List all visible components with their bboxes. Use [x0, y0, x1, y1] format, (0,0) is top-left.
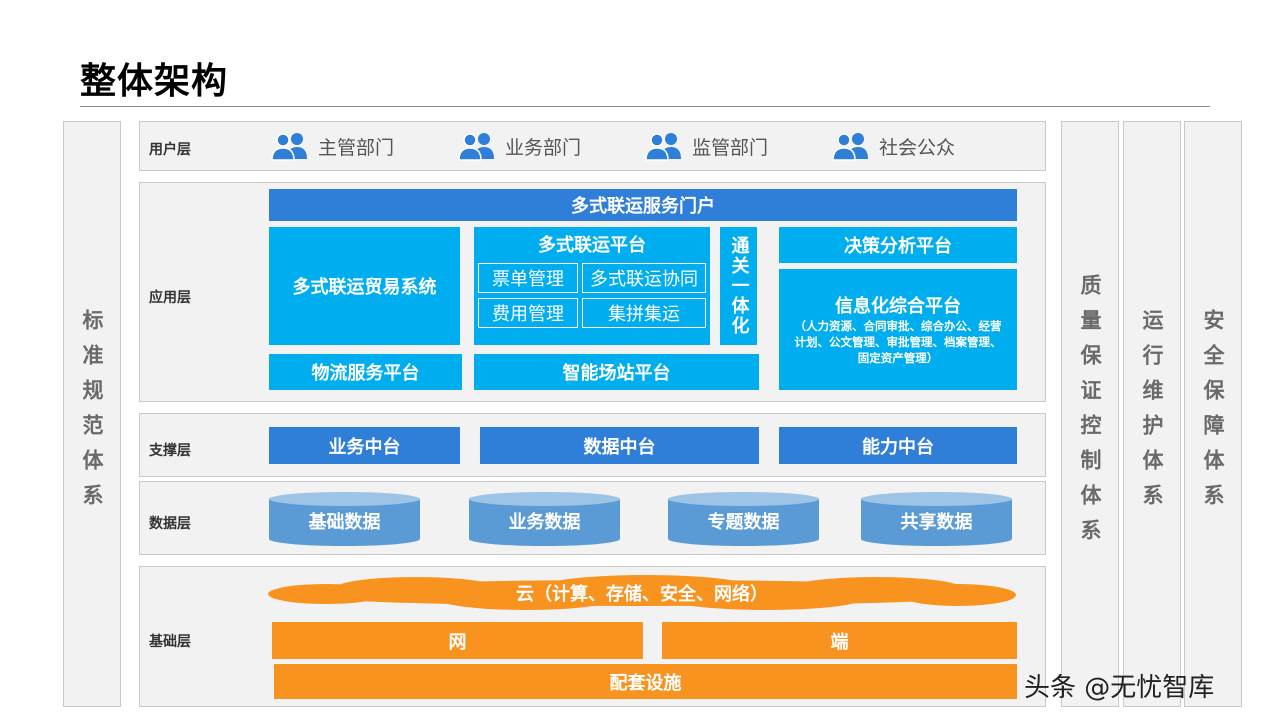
capability-middle-platform: 能力中台 — [779, 427, 1017, 464]
platform-cell-tickets: 票单管理 — [478, 263, 578, 293]
supporting-facilities-box: 配套设施 — [274, 664, 1017, 699]
people-icon — [644, 131, 684, 161]
cylinder-label: 业务数据 — [508, 512, 581, 533]
cylinder-icon — [269, 492, 420, 546]
platform-cell-coordination: 多式联运协同 — [582, 263, 706, 293]
data-middle-platform: 数据中台 — [480, 427, 759, 464]
user-item-supervision: 监管部门 — [644, 131, 768, 161]
user-item-authority: 主管部门 — [270, 131, 394, 161]
customs-integration: 通关一体化 — [720, 227, 757, 345]
cloud-icon — [268, 575, 1016, 610]
cylinder-label: 基础数据 — [308, 512, 381, 533]
network-box: 网 — [272, 622, 643, 659]
standards-system-panel: 标准规范体系 — [63, 121, 121, 707]
quality-control-label: 质量保证控制体系 — [1078, 274, 1102, 554]
database-cylinder: 专题数据 — [668, 492, 819, 546]
user-item-label: 社会公众 — [879, 136, 956, 159]
multimodal-platform-title: 多式联运平台 — [538, 235, 646, 256]
page-title: 整体架构 — [80, 61, 229, 102]
cylinder-icon — [469, 492, 620, 546]
multimodal-platform — [474, 227, 710, 345]
standards-system-label: 标准规范体系 — [80, 309, 104, 519]
application-layer-label: 应用层 — [149, 290, 191, 306]
operation-maintenance-label: 运行维护体系 — [1140, 309, 1164, 519]
security-panel: 安全保障体系 — [1184, 121, 1242, 707]
cylinder-icon — [861, 492, 1012, 546]
people-icon — [457, 131, 497, 161]
people-icon — [270, 131, 310, 161]
business-middle-platform: 业务中台 — [269, 427, 460, 464]
user-item-label: 主管部门 — [318, 136, 395, 159]
database-cylinder: 业务数据 — [469, 492, 620, 546]
cylinder-label: 专题数据 — [707, 512, 780, 533]
title-divider — [80, 106, 1210, 107]
cylinder-icon — [668, 492, 819, 546]
data-layer-label: 数据层 — [149, 516, 191, 532]
quality-control-panel: 质量保证控制体系 — [1061, 121, 1119, 707]
info-platform-desc: （人力资源、合同审批、综合办公、经营计划、公文管理、审批管理、档案管理、固定资产… — [794, 319, 1002, 365]
user-layer — [139, 121, 1046, 171]
terminal-box: 端 — [662, 622, 1017, 659]
base-layer-label: 基础层 — [149, 634, 191, 650]
database-cylinder: 基础数据 — [269, 492, 420, 546]
logistics-platform: 物流服务平台 — [269, 354, 462, 390]
platform-cell-fees: 费用管理 — [478, 298, 578, 328]
info-platform — [779, 269, 1017, 390]
operation-maintenance-panel: 运行维护体系 — [1123, 121, 1181, 707]
user-item-label: 监管部门 — [692, 136, 769, 159]
watermark: 头条 @无忧智库 — [1024, 673, 1215, 703]
user-item-public: 社会公众 — [831, 131, 955, 161]
security-label: 安全保障体系 — [1201, 309, 1225, 519]
user-layer-label: 用户层 — [149, 142, 191, 158]
info-platform-title: 信息化综合平台 — [835, 296, 961, 317]
cloud-label: 云（计算、存储、安全、网络） — [516, 584, 768, 605]
support-layer-label: 支撑层 — [149, 443, 191, 459]
user-item-business: 业务部门 — [457, 131, 581, 161]
service-portal: 多式联运服务门户 — [269, 189, 1017, 221]
platform-cell-consolidation: 集拼集运 — [582, 298, 706, 328]
user-item-label: 业务部门 — [505, 136, 582, 159]
customs-integration-label: 通关一体化 — [728, 236, 750, 336]
smart-station-platform: 智能场站平台 — [474, 354, 759, 390]
cylinder-label: 共享数据 — [900, 512, 973, 533]
decision-platform: 决策分析平台 — [779, 227, 1017, 263]
cloud-shape: 云（计算、存储、安全、网络） — [266, 574, 1018, 612]
database-cylinder: 共享数据 — [861, 492, 1012, 546]
trade-system: 多式联运贸易系统 — [269, 227, 460, 345]
people-icon — [831, 131, 871, 161]
